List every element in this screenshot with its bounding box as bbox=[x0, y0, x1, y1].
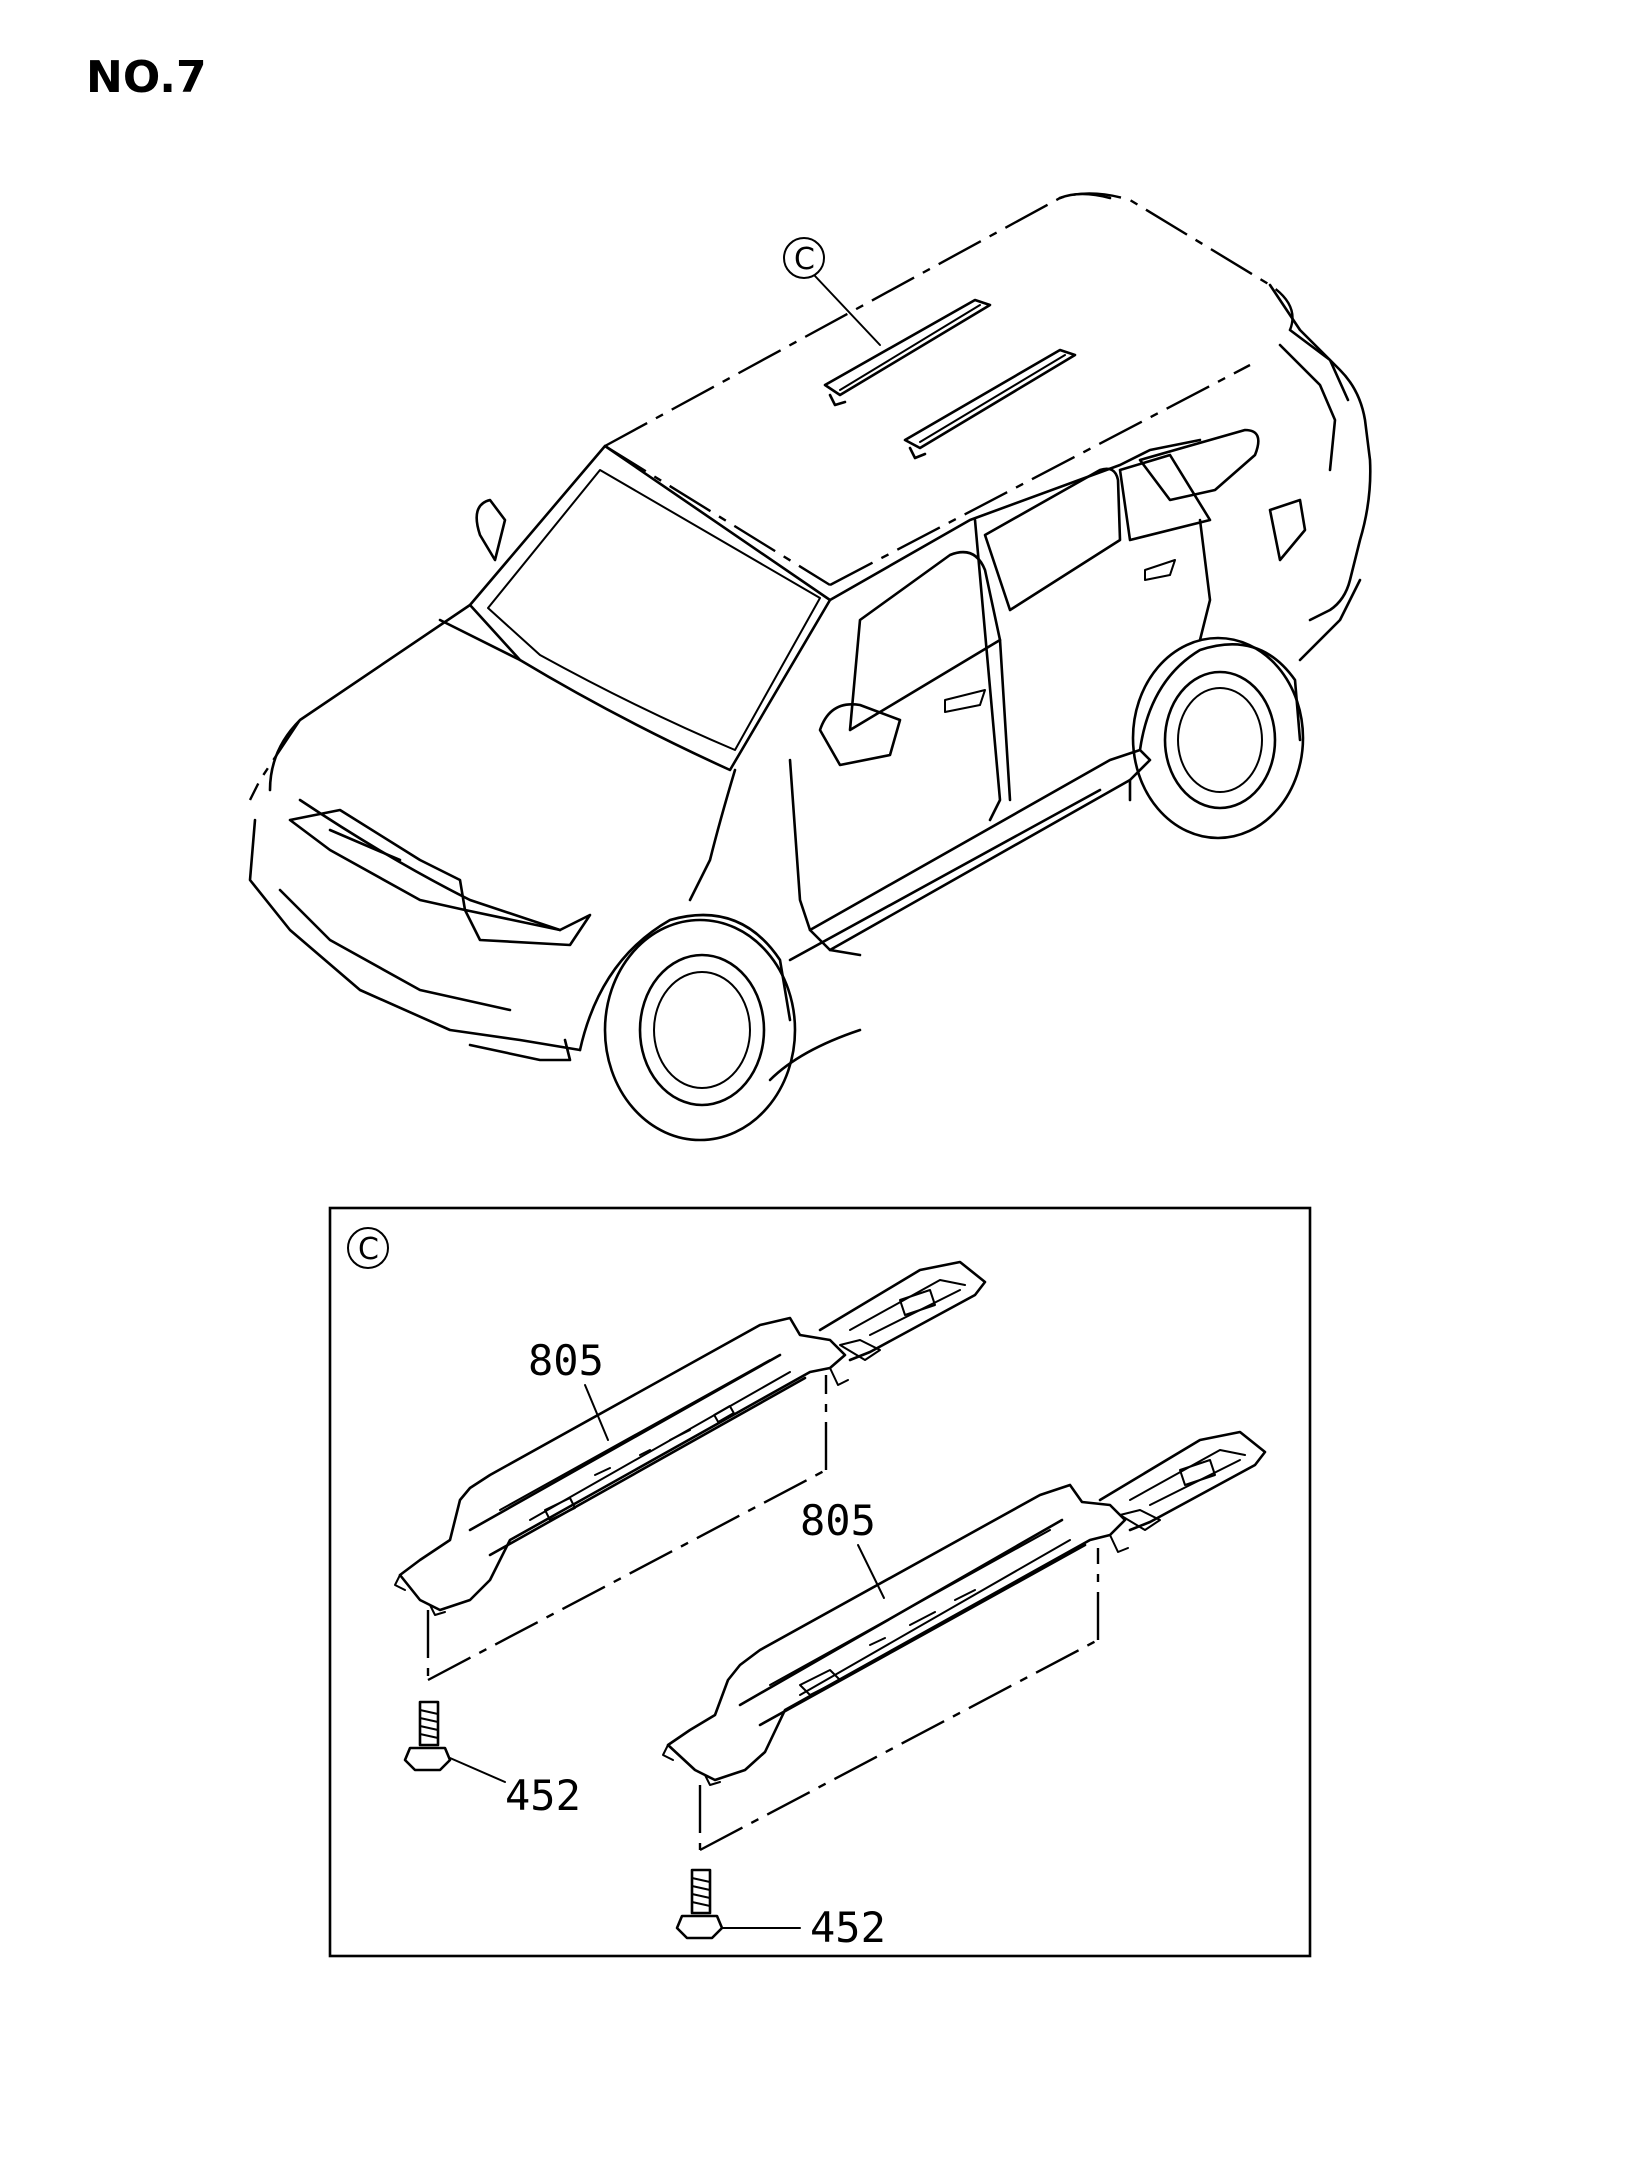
detail-callout-letter: C bbox=[358, 1232, 379, 1267]
callout-circle-icon bbox=[783, 237, 825, 279]
bolt-lower bbox=[675, 1868, 801, 1940]
vehicle-callout-letter: C bbox=[794, 242, 815, 277]
part-label-bolt-upper: 452 bbox=[505, 1771, 581, 1820]
vehicle-callout: C bbox=[783, 237, 881, 346]
part-label-rail-upper: 805 bbox=[528, 1336, 604, 1385]
page-title: NO.7 bbox=[86, 52, 207, 103]
part-label-bolt-lower: 452 bbox=[810, 1903, 886, 1952]
detail-frame bbox=[328, 1206, 1312, 1958]
roof-rail-lower bbox=[662, 1430, 1267, 1786]
roof-rail-upper bbox=[394, 1260, 987, 1616]
bolt-upper bbox=[403, 1700, 506, 1783]
callout-circle-icon bbox=[347, 1227, 389, 1269]
part-label-rail-lower: 805 bbox=[800, 1496, 876, 1545]
vehicle-illustration bbox=[248, 192, 1372, 1142]
detail-callout: C bbox=[347, 1227, 389, 1269]
assembly-lines bbox=[426, 1375, 1100, 1852]
